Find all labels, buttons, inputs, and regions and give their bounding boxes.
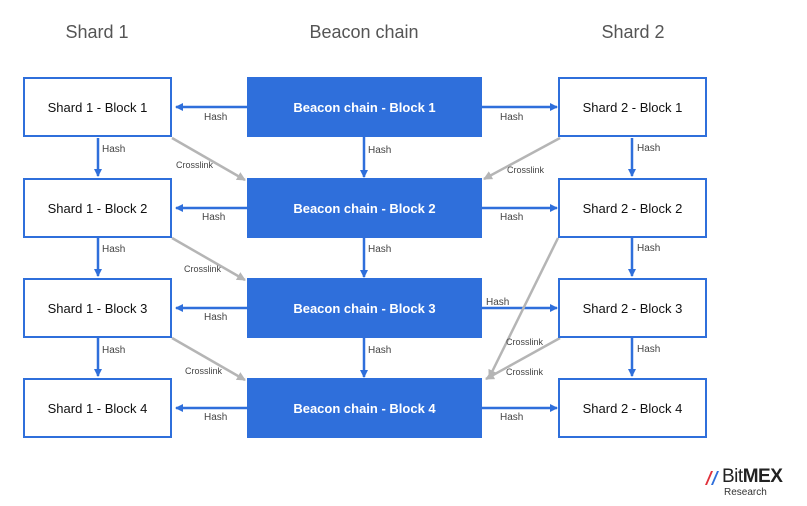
hash-label: Hash	[637, 344, 661, 355]
crosslink-arrow-s2b1	[483, 136, 561, 181]
hash-label: Hash	[500, 112, 524, 123]
hash-label: Hash	[486, 297, 510, 308]
bitmex-wordmark: BitMEX	[722, 466, 783, 487]
hash-label: Hash	[368, 244, 392, 255]
shard1-block-2: Shard 1 - Block 2	[23, 178, 172, 238]
shard1-block-3: Shard 1 - Block 3	[23, 278, 172, 338]
hash-label: Hash	[500, 412, 524, 423]
hash-label: Hash	[500, 212, 524, 223]
crosslink-label: Crosslink	[507, 165, 545, 175]
hash-label: Hash	[204, 412, 228, 423]
beacon-column-title: Beacon chain	[309, 22, 419, 42]
crosslink-arrow-s2b3	[485, 336, 561, 381]
hash-label: Hash	[637, 143, 661, 154]
crosslink-arrow-s1b1	[171, 136, 246, 182]
logo-subtitle: Research	[724, 487, 767, 498]
beacon-block-1: Beacon chain - Block 1	[247, 77, 482, 137]
shard2-block-3: Shard 2 - Block 3	[558, 278, 707, 338]
hash-label: Hash	[368, 145, 392, 156]
crosslink-arrow-s2b2	[487, 237, 560, 379]
hash-label: Hash	[204, 112, 228, 123]
beacon-block-3: Beacon chain - Block 3	[247, 278, 482, 338]
hash-label: Hash	[102, 345, 126, 356]
crosslink-label: Crosslink	[506, 367, 544, 377]
crosslink-arrow-s1b3	[171, 336, 246, 382]
crosslink-label: Crosslink	[506, 337, 544, 347]
crosslink-label: Crosslink	[184, 264, 222, 274]
shard1-block-1: Shard 1 - Block 1	[23, 77, 172, 137]
crosslink-arrow-s1b2	[171, 236, 246, 282]
shard1-column-title: Shard 1	[65, 22, 129, 42]
hash-label: Hash	[204, 312, 228, 323]
hash-label: Hash	[102, 144, 126, 155]
shard2-block-2: Shard 2 - Block 2	[558, 178, 707, 238]
shard2-column-title: Shard 2	[601, 22, 665, 42]
shard2-block-4: Shard 2 - Block 4	[558, 378, 707, 438]
bitmex-logo-icon	[705, 471, 719, 485]
hash-label: Hash	[368, 345, 392, 356]
hash-label: Hash	[102, 244, 126, 255]
crosslink-label: Crosslink	[176, 160, 214, 170]
shard2-block-1: Shard 2 - Block 1	[558, 77, 707, 137]
crosslink-label: Crosslink	[185, 366, 223, 376]
shard1-block-4: Shard 1 - Block 4	[23, 378, 172, 438]
hash-label: Hash	[202, 212, 226, 223]
beacon-block-2: Beacon chain - Block 2	[247, 178, 482, 238]
hash-label: Hash	[637, 243, 661, 254]
beacon-block-4: Beacon chain - Block 4	[247, 378, 482, 438]
